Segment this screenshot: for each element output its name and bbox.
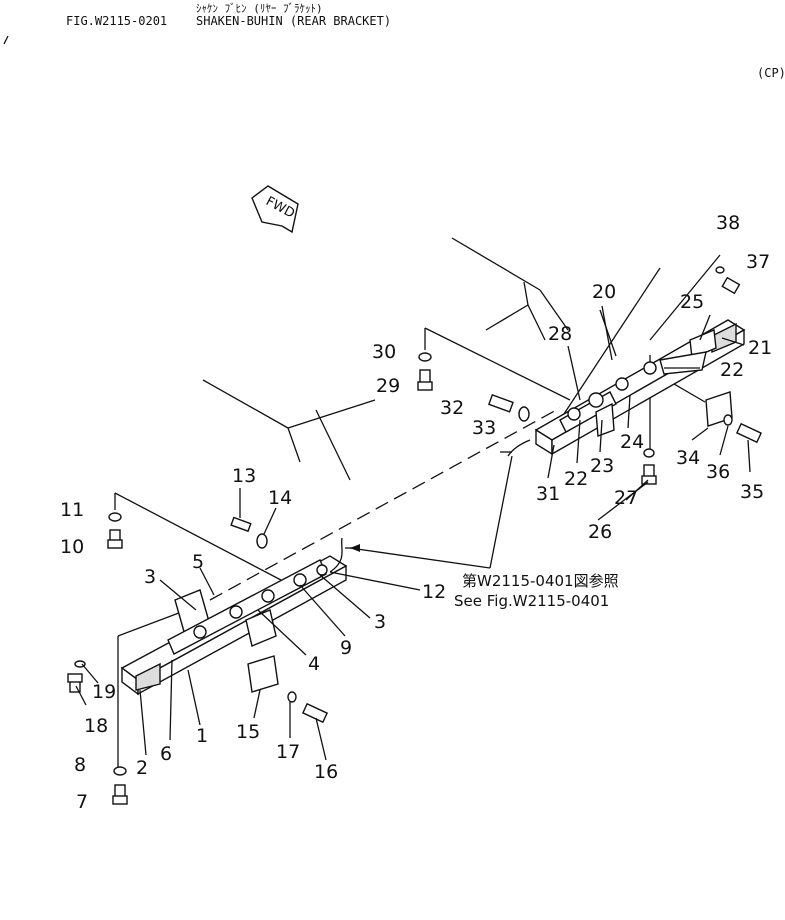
callout-35: 35	[740, 481, 764, 503]
front-fasteners	[67, 512, 329, 805]
chassis-outline	[202, 237, 661, 481]
header-japanese-title: ｼｬｹﾝ ﾌﾞﾋﾝ (ﾘﾔｰ ﾌﾞﾗｹｯﾄ)	[196, 2, 323, 15]
callout-20: 20	[592, 281, 616, 303]
callout-14: 14	[268, 487, 292, 509]
corner-mark	[3, 35, 9, 45]
callout-38: 38	[716, 212, 740, 234]
callout-18: 18	[84, 715, 108, 737]
figure-title: SHAKEN-BUHIN (REAR BRACKET)	[196, 14, 392, 28]
callout-37: 37	[746, 251, 770, 273]
callout-21: 21	[748, 337, 772, 359]
callout-8: 8	[74, 754, 86, 776]
callout-22a: 22	[720, 359, 744, 381]
callout-1: 1	[196, 725, 208, 747]
callout-27: 27	[614, 487, 638, 509]
callout-3a: 3	[144, 566, 156, 588]
callout-9: 9	[340, 637, 352, 659]
callout-24: 24	[620, 431, 644, 453]
callout-leaders	[75, 305, 751, 761]
callout-6: 6	[160, 743, 172, 765]
reference-note-en: See Fig.W2115-0401	[454, 592, 609, 610]
callout-23: 23	[590, 455, 614, 477]
callout-7: 7	[76, 791, 88, 813]
rear-bracket-assembly	[500, 319, 746, 457]
reference-leaders	[349, 455, 513, 569]
callout-31: 31	[536, 483, 560, 505]
callout-36: 36	[706, 461, 730, 483]
callout-numbers: 1 2 3 3 4 5 6 7 8 9 10 11 12 13 14 15 16…	[60, 212, 772, 813]
callout-17: 17	[276, 741, 300, 763]
callout-16: 16	[314, 761, 338, 783]
callout-28: 28	[548, 323, 572, 345]
fwd-arrow-icon: FWD	[251, 185, 299, 234]
callout-5: 5	[192, 551, 204, 573]
callout-12: 12	[422, 581, 446, 603]
callout-29: 29	[376, 375, 400, 397]
reference-note-jp: 第W2115-0401図参照	[462, 572, 619, 590]
rear-fasteners	[417, 266, 763, 485]
callout-11: 11	[60, 499, 84, 521]
callout-13: 13	[232, 465, 256, 487]
corner-code: (CP)	[757, 66, 785, 80]
callout-25: 25	[680, 291, 704, 313]
callout-30: 30	[372, 341, 396, 363]
callout-26: 26	[588, 521, 612, 543]
callout-2: 2	[136, 757, 148, 779]
callout-4: 4	[308, 653, 320, 675]
callout-34: 34	[676, 447, 700, 469]
front-rear-bracket-assembly	[120, 537, 358, 696]
center-line	[209, 407, 561, 601]
callout-15: 15	[236, 721, 260, 743]
leader-lines	[114, 254, 721, 770]
callout-19: 19	[92, 681, 116, 703]
callout-3b: 3	[374, 611, 386, 633]
figure-number: FIG.W2115-0201	[66, 14, 168, 28]
callout-10: 10	[60, 536, 84, 558]
callout-22b: 22	[564, 468, 588, 490]
callout-32: 32	[440, 397, 464, 419]
callout-33: 33	[472, 417, 496, 439]
